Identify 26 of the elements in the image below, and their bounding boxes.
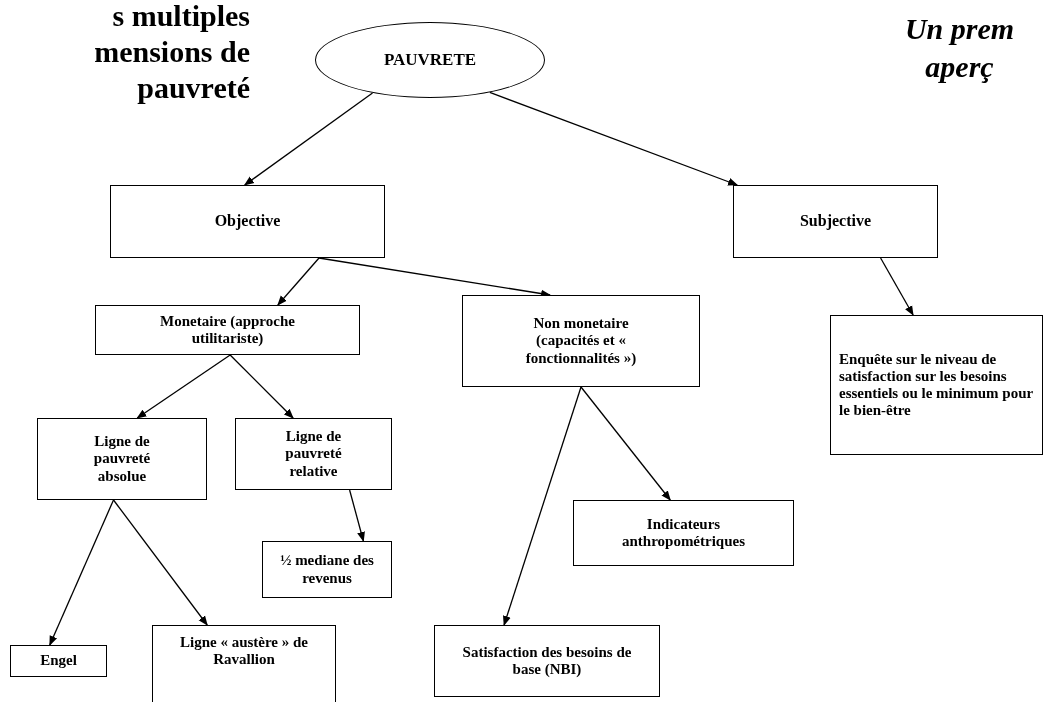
arrow: [136, 354, 231, 419]
subtitle-text: Un prem aperç: [903, 11, 1016, 85]
text-box: Subjective: [733, 185, 938, 258]
text-box: Enquête sur le niveau de satisfaction sur les besoins essentiels ou le minimum pour le bien-être: [830, 315, 1043, 455]
arrow: [580, 386, 671, 501]
arrow: [49, 499, 115, 646]
text-box: Indicateurs anthropométriques: [573, 500, 794, 566]
arrow: [503, 386, 582, 626]
text-box: Monetaire (approche utilitariste): [95, 305, 360, 355]
arrow: [277, 257, 320, 306]
arrow: [489, 91, 739, 186]
text-box: Ligne « austère » de Ravallion: [152, 625, 336, 702]
text-box: Engel: [10, 645, 107, 677]
text-box: Ligne de pauvreté absolue: [37, 418, 207, 500]
text-box: Objective: [110, 185, 385, 258]
arrow: [879, 257, 914, 316]
arrow: [112, 499, 208, 626]
title-text: s multiples mensions de pauvreté: [93, 0, 250, 106]
text-box: ½ mediane des revenus: [262, 541, 392, 598]
arrow: [229, 354, 294, 419]
arrow: [243, 92, 374, 186]
text-box: Ligne de pauvreté relative: [235, 418, 392, 490]
text-box: Non monetaire (capacités et « fonctionnalités »): [462, 295, 700, 387]
arrow: [348, 489, 365, 542]
ellipse-node: PAUVRETE: [315, 22, 545, 98]
text-box: Satisfaction des besoins de base (NBI): [434, 625, 660, 697]
